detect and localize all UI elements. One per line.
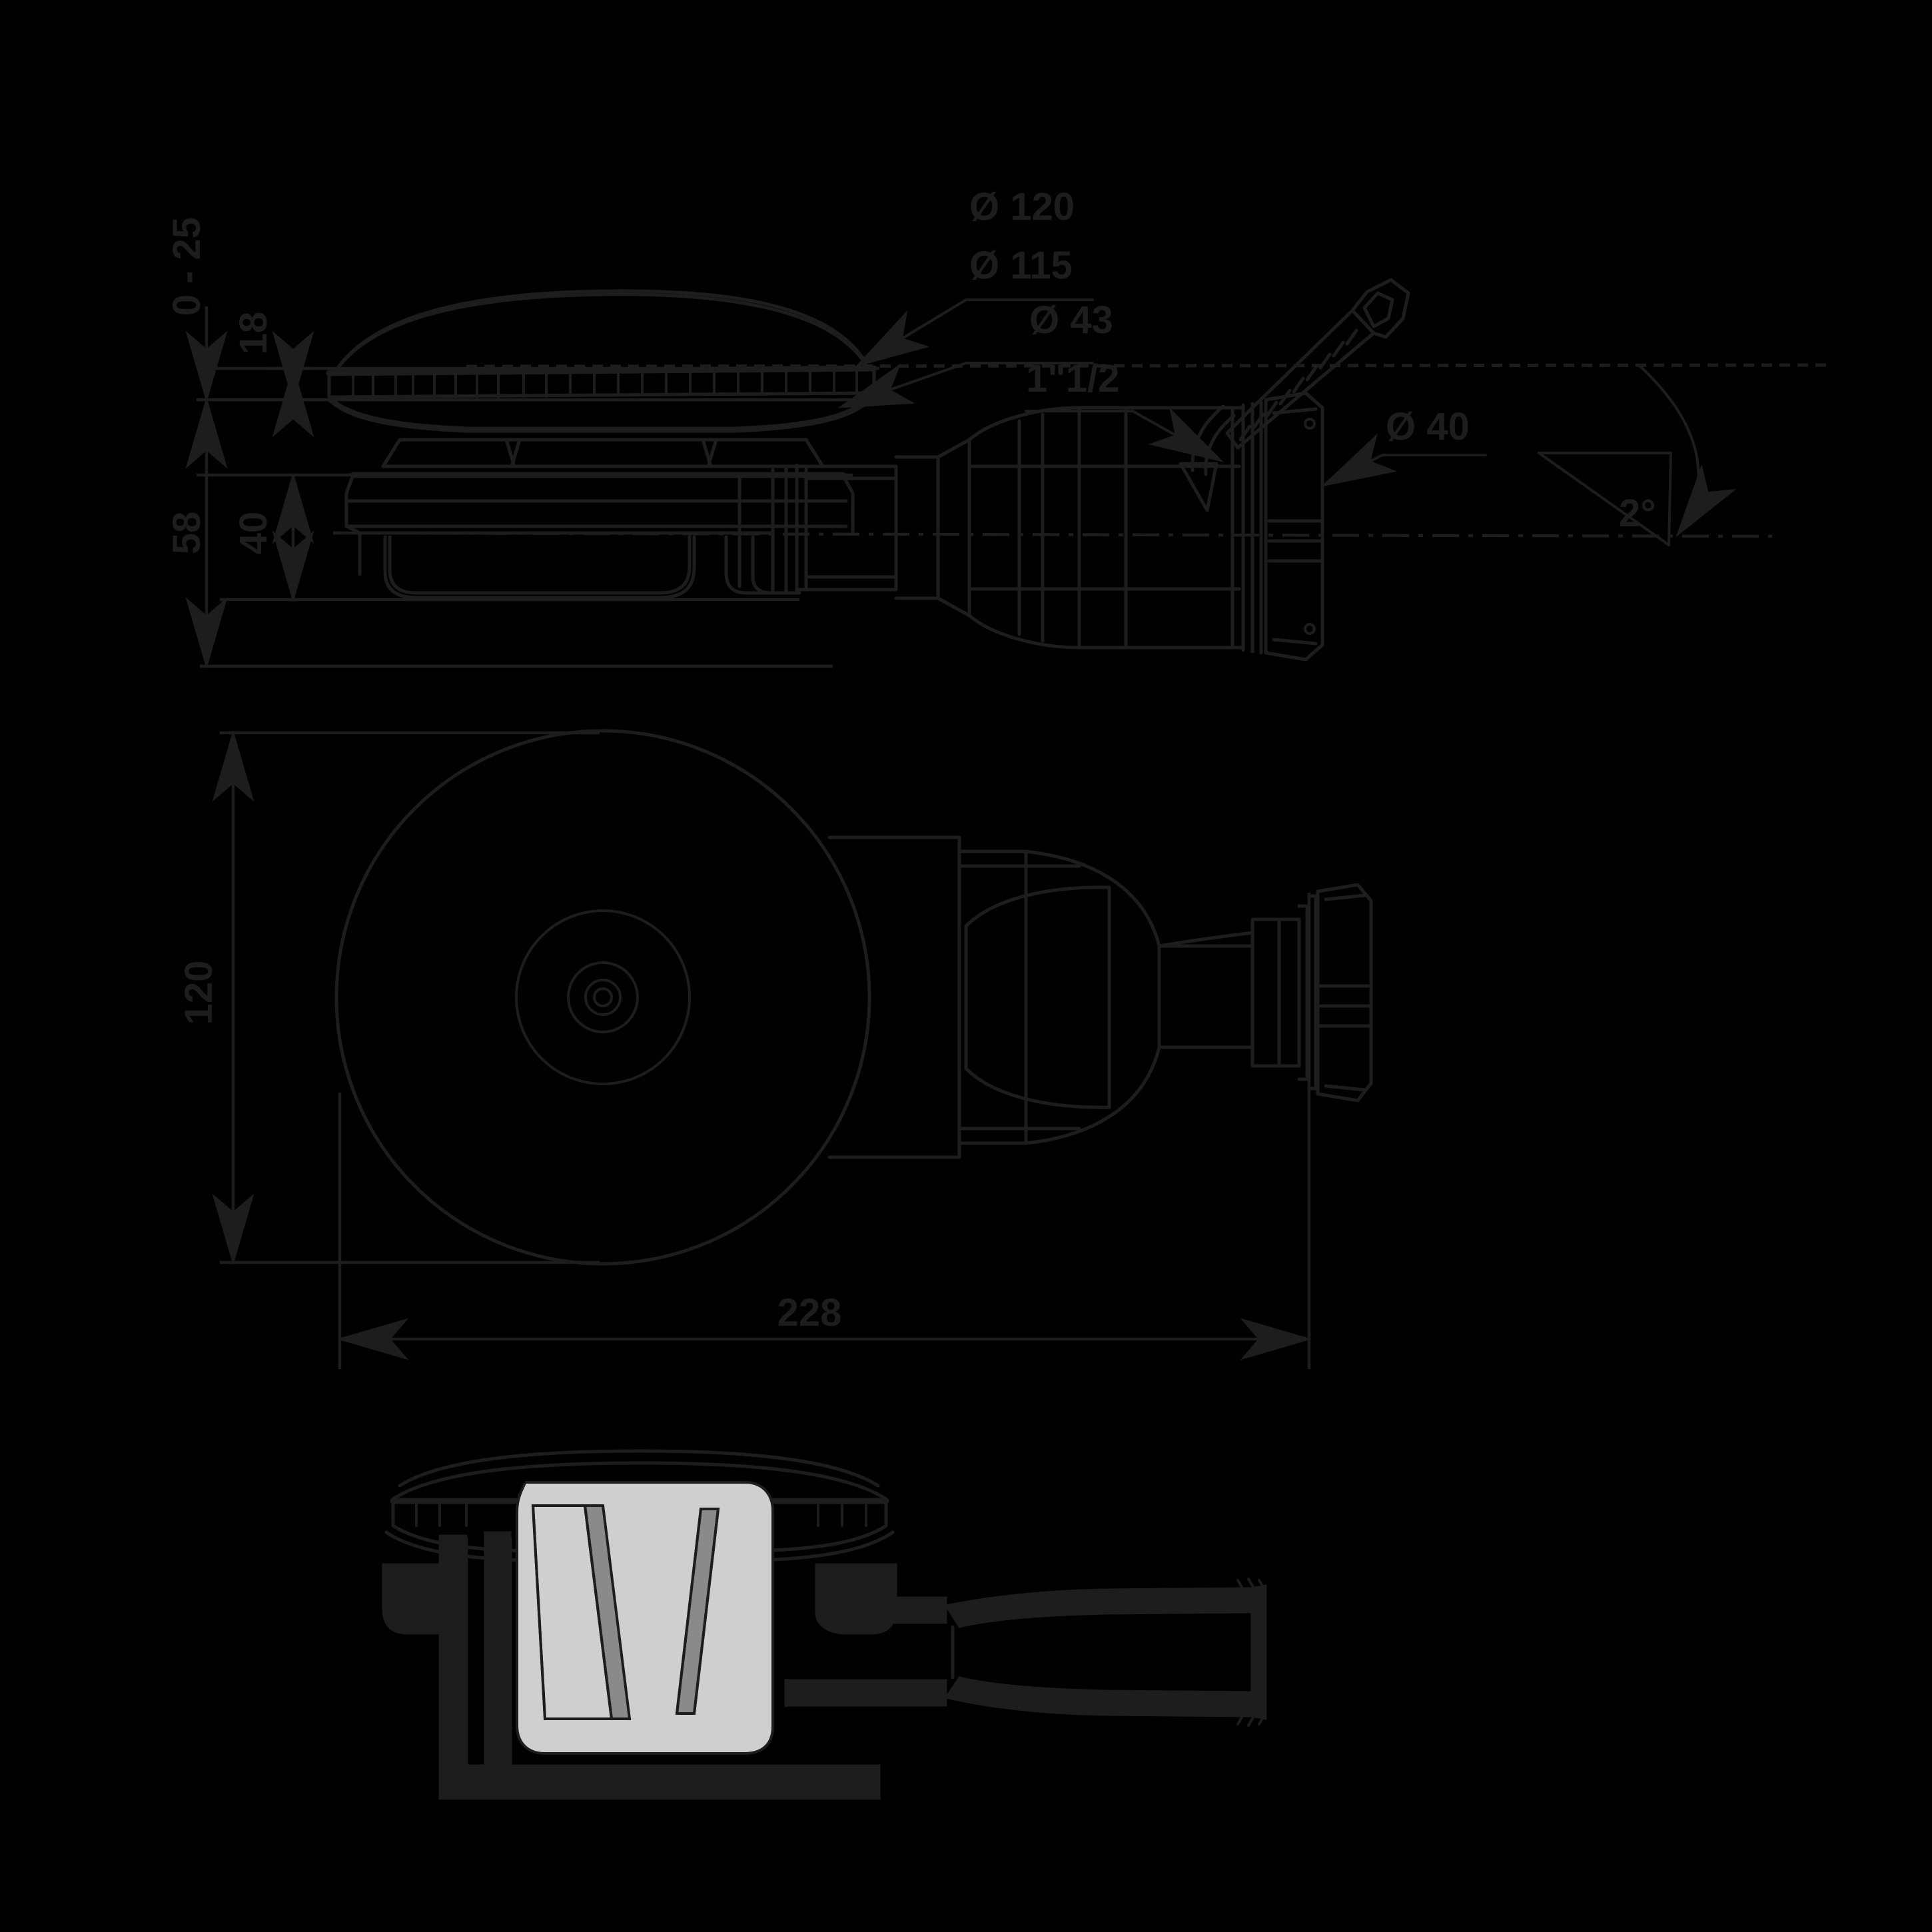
- grate-cover: [326, 289, 877, 433]
- dim-label-58: 58: [165, 512, 209, 555]
- plan-screw-circle: [593, 987, 613, 1007]
- label-thread: 1"1/2: [1026, 357, 1119, 400]
- section-housing: [438, 1531, 881, 1800]
- elevation-centerline: [332, 531, 1773, 538]
- cut-level-line: [466, 363, 1833, 368]
- slope-arc-arrow: [1638, 364, 1737, 538]
- elevation-dimensions: 0 - 25 58 18 40: [165, 217, 879, 670]
- plan-hub-circle: [584, 979, 622, 1016]
- grate-slots: [352, 367, 858, 398]
- label-d120: Ø 120: [969, 185, 1075, 229]
- curved-cut-arrow-icon: [1179, 404, 1236, 512]
- leader-d115-arrow: [837, 362, 967, 408]
- leader-d40-arrow: [1320, 433, 1398, 487]
- elevation-view: [326, 289, 1833, 662]
- section-view: [382, 1449, 1267, 1800]
- drain-body: [344, 472, 855, 600]
- dim-label-40: 40: [232, 512, 275, 555]
- dim-label-0-25: 0 - 25: [165, 217, 209, 316]
- slope-hypotenuse: [1538, 452, 1670, 546]
- plan-mid-circle: [515, 909, 691, 1085]
- label-d43: Ø 43: [1029, 298, 1113, 342]
- seat-ring: [381, 438, 825, 468]
- dim-label-120: 120: [177, 961, 221, 1025]
- outlet-pipe: [737, 391, 1324, 662]
- dim-label-18: 18: [232, 312, 275, 355]
- label-2deg: 2°: [1619, 492, 1656, 535]
- section-outlet-pipe: [784, 1578, 1267, 1727]
- leader-thread-arrow: [1131, 407, 1224, 462]
- label-d40: Ø 40: [1386, 405, 1470, 448]
- plan-view: 120 228: [177, 729, 1373, 1369]
- section-siphon-bell: [516, 1481, 774, 1755]
- callouts: Ø 120 Ø 115 Ø 43 1"1/2 Ø 40: [837, 185, 1487, 487]
- slope-vertical: [1668, 452, 1672, 546]
- plan-inner-circle: [567, 961, 639, 1033]
- slope-indicator: 2°: [1538, 364, 1737, 546]
- label-d115: Ø 115: [969, 244, 1073, 287]
- plan-outer-circle: [334, 729, 871, 1266]
- plan-outlet: [827, 835, 1373, 1159]
- hand-saw-icon: [1225, 278, 1410, 450]
- leader-d120-arrow: [855, 298, 967, 368]
- dim-label-228: 228: [777, 1291, 842, 1334]
